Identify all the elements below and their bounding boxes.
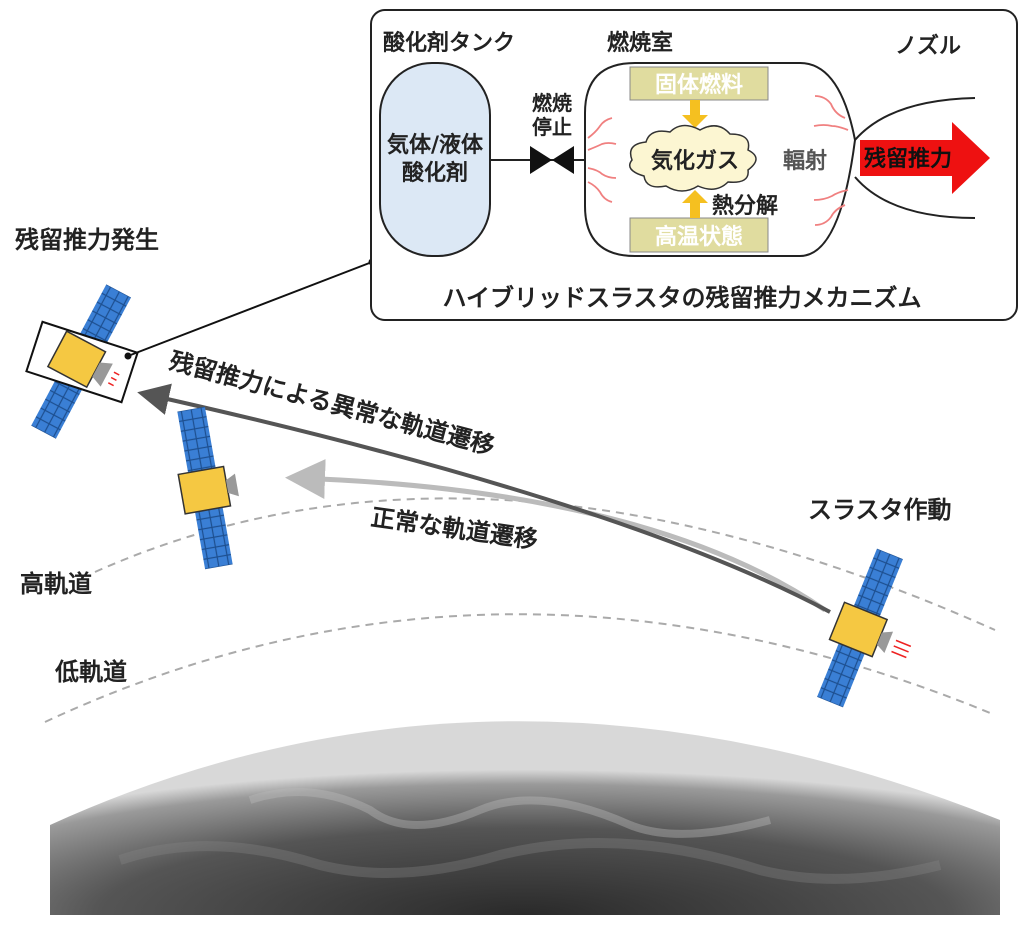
gas-label: 気化ガス (651, 148, 739, 174)
normal-transfer-arrow (285, 459, 827, 613)
low-orbit-label: 低軌道 (54, 658, 127, 686)
valve-icon (530, 146, 574, 174)
solid-fuel-block (629, 66, 769, 101)
valve-label-line2: 停止 (532, 115, 572, 139)
nozzle-label: ノズル (895, 33, 961, 59)
mechanism-panel: 酸化剤タンク 燃焼室 ノズル 気体/液体 酸化剤 燃焼 停止 固体燃料 高温状態… (370, 9, 1018, 321)
oxidizer-tank (379, 62, 491, 257)
mechanism-title: ハイブリッドスラスタの残留推力メカニズム (442, 284, 921, 312)
satellite-normal (177, 406, 239, 570)
solid-fuel-label: 固体燃料 (655, 72, 743, 98)
radiation-arrows (587, 95, 849, 226)
abnormal-transfer-label: 残留推力による異常な軌道遷移 (166, 347, 497, 461)
residual-thrust-occurs-label: 残留推力発生 (15, 226, 159, 254)
chamber-label: 燃焼室 (607, 30, 673, 56)
tank-content-line2: 酸化剤 (402, 160, 468, 186)
gas-cloud (629, 124, 757, 192)
nozzle (854, 97, 976, 219)
callout-line (127, 261, 373, 357)
satellite-firing (817, 548, 912, 708)
pyrolysis-label: 熱分解 (712, 193, 778, 219)
tank-label: 酸化剤タンク (383, 30, 515, 56)
tank-content-line1: 気体/液体 (387, 132, 484, 158)
high-temp-label: 高温状態 (655, 224, 743, 250)
arrow-down-icon (682, 100, 708, 128)
radiation-label: 輻射 (783, 148, 827, 174)
arrow-up-icon (682, 190, 708, 218)
high-orbit-label: 高軌道 (20, 570, 92, 598)
residual-thrust-arrow (860, 122, 990, 194)
abnormal-transfer-arrow (137, 383, 831, 614)
earth (50, 721, 1000, 915)
valve-label-line1: 燃焼 (532, 91, 572, 115)
satellite-residual (25, 284, 139, 439)
thruster-firing-label: スラスタ作動 (808, 496, 952, 524)
residual-thrust-label: 残留推力 (864, 146, 952, 172)
high-temp-block (629, 217, 769, 253)
normal-transfer-label: 正常な軌道遷移 (369, 503, 539, 554)
